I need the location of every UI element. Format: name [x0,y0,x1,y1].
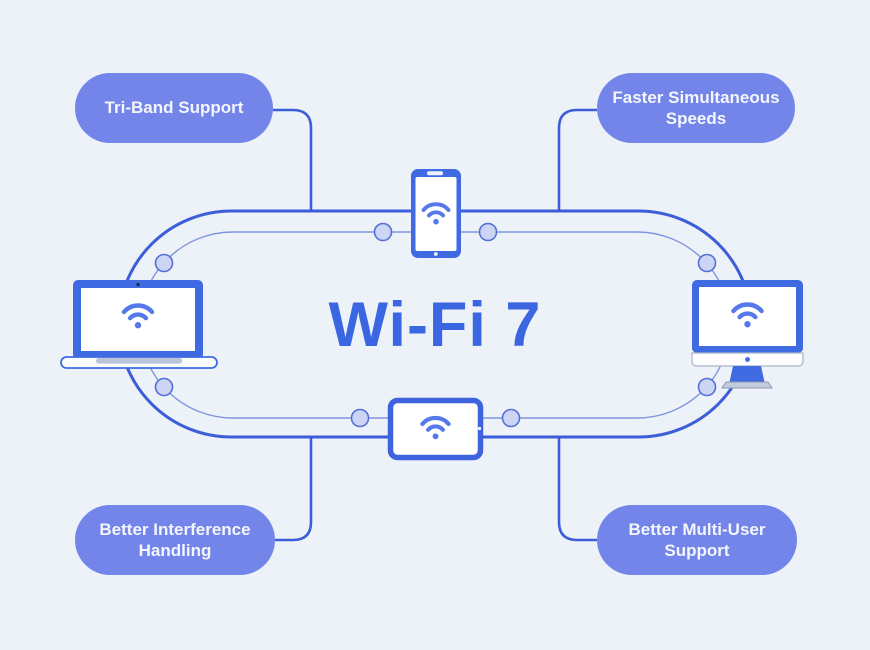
connection-dot [350,408,370,428]
connector-bottom-left [273,436,313,542]
feature-pill-tri-band: Tri-Band Support [75,73,273,143]
connector-top-right [557,108,597,212]
feature-pill-interference: Better Interference Handling [75,505,275,575]
page-title: Wi-Fi 7 [328,290,542,360]
connection-dot [154,253,174,273]
monitor-base [721,381,773,389]
feature-pill-label: Better Interference Handling [99,519,251,560]
monitor-chin-dot [745,357,750,362]
connector-bottom-right [557,436,597,542]
laptop-icon [60,280,218,369]
feature-pill-multi-user: Better Multi-User Support [597,505,797,575]
monitor-stand [729,366,765,382]
feature-pill-label: Faster Simultaneous Speeds [612,87,780,128]
connection-dot [478,222,498,242]
phone-notch [427,171,443,176]
laptop-camera-dot [136,282,140,287]
feature-pill-faster-speeds: Faster Simultaneous Speeds [597,73,795,143]
connection-dot [697,377,717,397]
connector-top-left [273,108,313,212]
connection-dot [697,253,717,273]
connection-dot [373,222,393,242]
tablet-camera-dot [477,426,482,431]
connection-dot [154,377,174,397]
desktop-monitor-icon [691,280,804,389]
feature-pill-label: Tri-Band Support [104,98,244,118]
smartphone-icon [411,169,461,258]
feature-pill-label: Better Multi-User Support [628,519,766,560]
tablet-icon [387,397,484,461]
laptop-hinge [96,358,182,364]
connector-lines [273,108,597,542]
connection-dots [154,222,717,428]
phone-home-dot [433,252,438,256]
connection-dot [501,408,521,428]
